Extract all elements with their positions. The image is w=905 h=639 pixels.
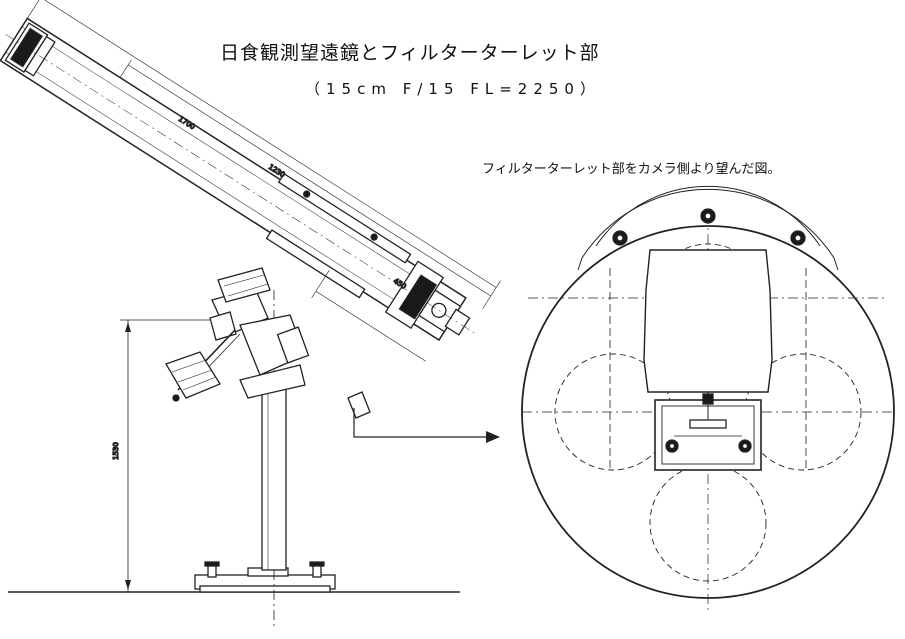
counterweight: [165, 329, 241, 402]
detail-caption: フィルターターレット部をカメラ側より望んだ図。: [482, 162, 781, 177]
camera-box: [347, 391, 371, 419]
page-title: 日食観測望遠鏡とフィルターターレット部: [220, 42, 600, 64]
pier-base: [194, 561, 336, 593]
telescope-tube: [0, 0, 501, 362]
turret-detail: [521, 185, 895, 610]
page-subtitle: （15cm F/15 FL=2250）: [305, 80, 601, 98]
pier-height-dimension: [120, 319, 230, 592]
pier-height-label: 1530: [112, 442, 120, 460]
leader-arrow: [353, 408, 500, 443]
pier-column: [239, 364, 306, 571]
equatorial-mount: [209, 267, 310, 376]
